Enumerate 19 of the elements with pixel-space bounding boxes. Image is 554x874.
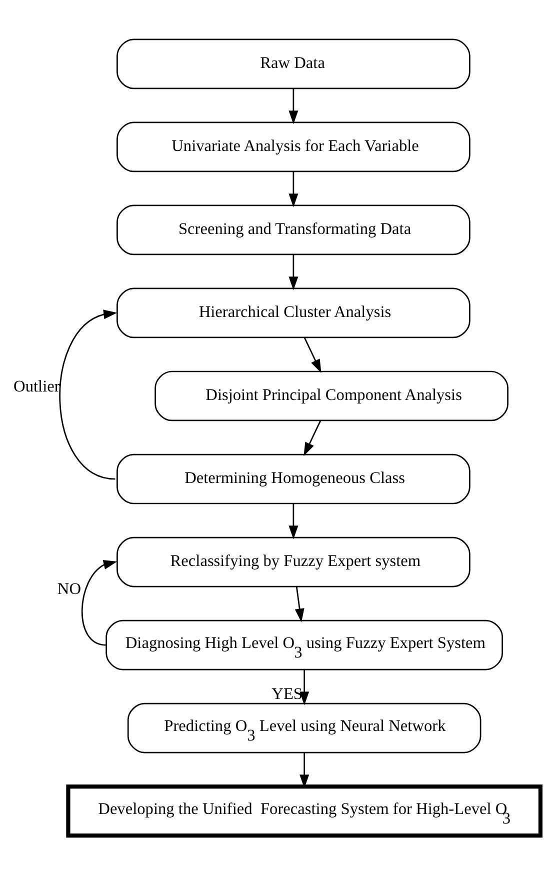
edge-label: YES: [272, 683, 303, 702]
arrow: [304, 336, 322, 373]
arrow: [288, 254, 298, 290]
arrow: [81, 560, 118, 646]
arrow: [288, 171, 298, 207]
node-box: Reclassifying by Fuzzy Expert system: [116, 536, 470, 587]
arrow: [304, 420, 322, 456]
node-box: Determining Homogeneous Class: [116, 453, 470, 504]
node-box: Disjoint Principal Component Analysis: [154, 370, 508, 421]
node-box: Raw Data: [116, 38, 470, 89]
node-box: Univariate Analysis for Each Variable: [116, 121, 470, 172]
arrow: [288, 503, 298, 539]
arrow: [288, 88, 298, 124]
node-box: Hierarchical Cluster Analysis: [116, 287, 470, 338]
arrow: [59, 309, 118, 480]
edge-label: NO: [57, 578, 81, 598]
arrow: [300, 669, 310, 705]
node-box: Screening and Transformating Data: [116, 204, 470, 255]
arrow: [294, 586, 304, 622]
